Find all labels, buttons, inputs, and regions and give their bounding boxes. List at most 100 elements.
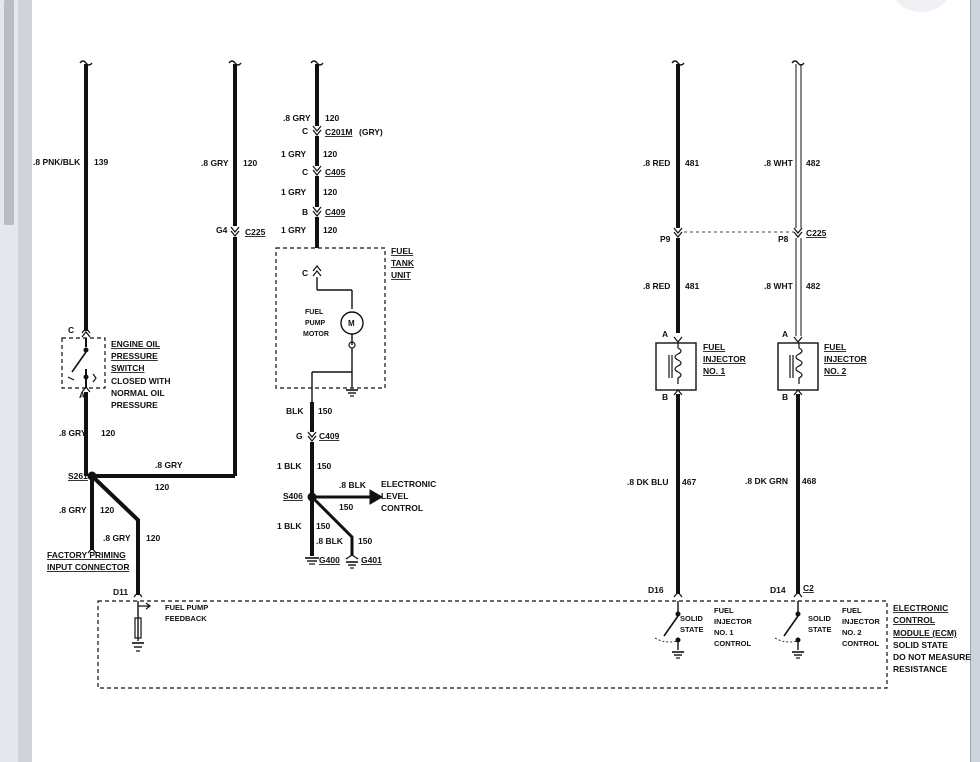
inj2-label-1: FUEL (824, 342, 846, 352)
tank-label-2: TANK (391, 258, 415, 268)
fp-wire-color-2: 1 GRY (281, 187, 307, 197)
ecm-pin-d16: D16 (648, 585, 664, 595)
w482a-color: .8 WHT (764, 158, 794, 168)
w482b-number: 482 (806, 281, 820, 291)
blk-wire-color: BLK (286, 406, 304, 416)
w120d-color: .8 GRY (59, 505, 87, 515)
ss1-label-1: SOLID (680, 614, 704, 623)
priming-label-2: INPUT CONNECTOR (47, 562, 130, 572)
ss2-label-1: SOLID (808, 614, 832, 623)
w120e-number: 120 (146, 533, 160, 543)
fic2-label-1: FUEL (842, 606, 862, 615)
switch-label-3: SWITCH (111, 363, 145, 373)
blk08b-wire-color: .8 BLK (316, 536, 344, 546)
w482b-color: .8 WHT (764, 281, 794, 291)
fic2-label-2: INJECTOR (842, 617, 880, 626)
ss1-label-2: STATE (680, 625, 703, 634)
elc-label-3: CONTROL (381, 503, 423, 513)
splice-s406: S406 (283, 491, 303, 501)
switch-label-2: PRESSURE (111, 351, 158, 361)
w120d-number: 120 (100, 505, 114, 515)
fuel-injector-1 (655, 342, 697, 391)
splice-s261: S261 (68, 471, 88, 481)
ecm-pin-d11: D11 (113, 587, 128, 597)
w120b-number: 120 (101, 428, 115, 438)
ecm-label-2: CONTROL (893, 615, 935, 625)
blk1b-wire-color: 1 BLK (277, 521, 302, 531)
tank-label-1: FUEL (391, 246, 413, 256)
fp-wire-number-2: 120 (323, 187, 337, 197)
priming-label-1: FACTORY PRIMING (47, 550, 126, 560)
fuel-tank-unit (275, 247, 386, 402)
blk-wire-number: 150 (318, 406, 332, 416)
wire-467-dk-blu (673, 389, 683, 598)
r481a-color: .8 RED (643, 158, 670, 168)
dkgrn-number: 468 (802, 476, 816, 486)
c405-pin: C (302, 167, 308, 177)
inj1-label-1: FUEL (703, 342, 725, 352)
wire-120-fuel-pump (310, 60, 324, 248)
motor-label-2: PUMP (305, 320, 326, 327)
ground-g401: G401 (361, 555, 382, 565)
connector-c405: C405 (325, 167, 346, 177)
fic1-label-3: NO. 1 (714, 628, 734, 637)
w120c-number: 120 (155, 482, 169, 492)
wire-482-wht (791, 60, 805, 343)
connector-pin-g4: G4 (216, 225, 228, 235)
fp-wire-color: .8 GRY (283, 113, 311, 123)
inj1-pin-a: A (662, 329, 668, 339)
c201m-note: (GRY) (359, 127, 383, 137)
blk1-wire-number: 150 (317, 461, 331, 471)
scrollbar-track[interactable] (0, 0, 18, 762)
wire-139 (79, 60, 93, 338)
wire-120-number: 120 (243, 158, 257, 168)
feedback-label-1: FUEL PUMP (165, 603, 208, 612)
connector-pin-p8: P8 (778, 234, 789, 244)
fic1-label-4: CONTROL (714, 639, 751, 648)
wire-120-gray-main (92, 60, 242, 478)
r481b-color: .8 RED (643, 281, 670, 291)
fp-wire-number: 120 (325, 113, 339, 123)
ecm-label-4: SOLID STATE (893, 640, 948, 650)
dkblu-number: 467 (682, 477, 696, 487)
blk08-wire-color: .8 BLK (339, 480, 367, 490)
ecm-label-6: RESISTANCE (893, 664, 947, 674)
ecm-label-3: MODULE (ECM) (893, 628, 957, 638)
scrollbar-thumb[interactable] (4, 0, 14, 225)
wire-150-ground (305, 402, 383, 569)
r481b-number: 481 (685, 281, 699, 291)
ecm-label-5: DO NOT MEASURE (893, 652, 971, 662)
fp-wire-color-3: 1 GRY (281, 225, 307, 235)
dkblu-color: .8 DK BLU (627, 477, 669, 487)
motor-label-1: FUEL (305, 309, 324, 316)
c201m-pin: C (302, 126, 308, 136)
page-corner-shadow (893, 0, 949, 12)
switch-label-5: NORMAL OIL (111, 388, 165, 398)
ecm-pin-c2: C2 (803, 583, 814, 593)
w482a-number: 482 (806, 158, 820, 168)
inj1-pin-b: B (662, 392, 668, 402)
switch-label-4: CLOSED WITH (111, 376, 171, 386)
tank-pin-c: C (302, 268, 308, 278)
elc-label-1: ELECTRONIC (381, 479, 436, 489)
elc-label-2: LEVEL (381, 491, 408, 501)
fuel-injector-2 (777, 342, 819, 391)
fp-wire-number-3: 120 (323, 225, 337, 235)
c409b-pin: G (296, 431, 303, 441)
connector-c225: C225 (245, 227, 266, 237)
wire-120-ecm (90, 474, 143, 598)
c409-pin: B (302, 207, 308, 217)
blk08b-wire-number: 150 (358, 536, 372, 546)
blk1b-wire-number: 150 (316, 521, 330, 531)
wire-139-number: 139 (94, 157, 108, 167)
inj2-pin-a: A (782, 329, 788, 339)
connector-c201m: C201M (325, 127, 352, 137)
inj1-label-3: NO. 1 (703, 366, 725, 376)
ground-g400: G400 (319, 555, 340, 565)
fic1-label-1: FUEL (714, 606, 734, 615)
diagram-page (32, 0, 970, 762)
switch-pin-c: C (68, 325, 74, 335)
viewer-right-border (970, 0, 980, 762)
fic2-label-4: CONTROL (842, 639, 879, 648)
